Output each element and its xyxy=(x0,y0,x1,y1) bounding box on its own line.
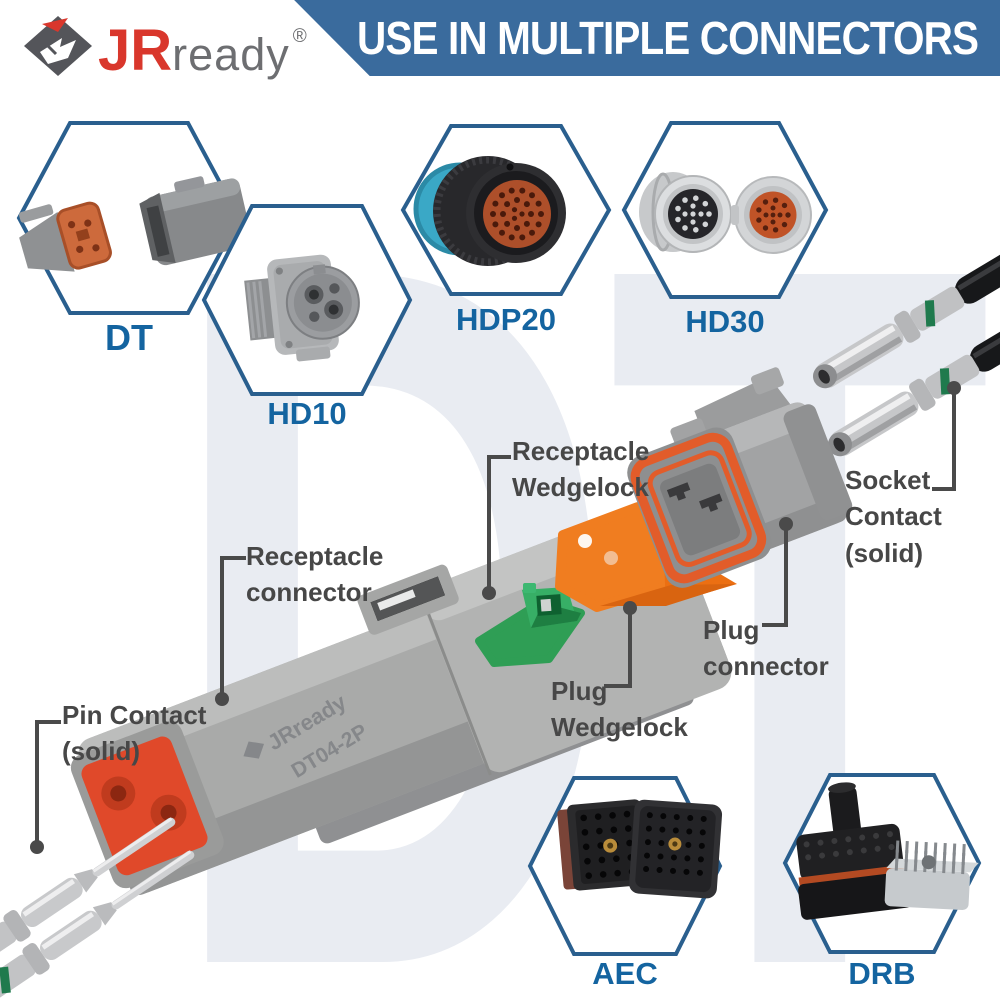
hex-hdp20 xyxy=(400,124,612,296)
hdp20-connector-image xyxy=(413,156,566,266)
label-hd30: HD30 xyxy=(685,304,765,339)
title-banner: USE IN MULTIPLE CONNECTORS xyxy=(294,0,1000,76)
leader-plug-wedgelock-dot xyxy=(623,601,637,615)
aec-connector-image xyxy=(557,799,723,899)
brand-ready: ready xyxy=(172,29,290,81)
dt-connector-image xyxy=(18,176,252,272)
drb-connector-image xyxy=(796,782,979,920)
jrready-logo: JR ready ® xyxy=(22,12,307,83)
leader-pin-contact-dot xyxy=(30,840,44,854)
hex-hd10 xyxy=(201,204,413,396)
leader-pin-contact-h xyxy=(35,720,61,724)
callout-plug-wedgelock: Plug Wedgelock xyxy=(551,676,688,743)
leader-receptacle-wedgelock-v xyxy=(487,455,491,591)
leader-plug-wedgelock-v xyxy=(628,608,632,688)
leader-socket-contact-v xyxy=(952,389,956,491)
leader-receptacle-wedgelock-dot xyxy=(482,586,496,600)
leader-socket-contact-dot xyxy=(947,381,961,395)
label-aec: AEC xyxy=(592,956,658,991)
registered-mark: ® xyxy=(292,26,307,47)
hex-aec xyxy=(527,776,723,956)
jr-logo-mark-icon xyxy=(243,741,265,759)
leader-pin-contact-v xyxy=(35,720,39,846)
label-drb: DRB xyxy=(848,956,916,991)
label-hdp20: HDP20 xyxy=(456,302,556,337)
leader-receptacle-connector-h xyxy=(220,556,246,560)
leader-receptacle-connector-v xyxy=(220,556,224,698)
callout-socket-contact: Socket Contact (solid) xyxy=(845,465,942,568)
callout-plug-connector: Plug connector xyxy=(703,615,829,682)
leader-plug-connector-h xyxy=(762,623,788,627)
hex-dt xyxy=(16,121,252,315)
callout-receptacle-connector: Receptacle connector xyxy=(246,541,384,608)
hex-hd30 xyxy=(621,121,829,299)
brand-jr: JR xyxy=(98,17,173,83)
hd10-connector-image xyxy=(244,254,360,362)
leader-plug-connector-dot xyxy=(779,517,793,531)
jrready-logo-icon xyxy=(24,16,92,76)
label-dt: DT xyxy=(105,317,153,358)
callout-pin-contact: Pin Contact (solid) xyxy=(62,700,207,767)
leader-socket-contact-h xyxy=(932,487,956,491)
plug-connector-part xyxy=(627,367,853,588)
hd30-connector-image xyxy=(639,172,812,254)
leader-receptacle-connector-dot xyxy=(215,692,229,706)
label-hd10: HD10 xyxy=(267,396,347,431)
callout-receptacle-wedgelock: Receptacle Wedgelock xyxy=(512,436,650,503)
leader-receptacle-wedgelock-h xyxy=(487,455,511,459)
page-title: USE IN MULTIPLE CONNECTORS xyxy=(357,12,979,64)
leader-plug-connector-v xyxy=(784,524,788,627)
leader-plug-wedgelock-h xyxy=(604,684,632,688)
hex-drb xyxy=(782,773,982,954)
